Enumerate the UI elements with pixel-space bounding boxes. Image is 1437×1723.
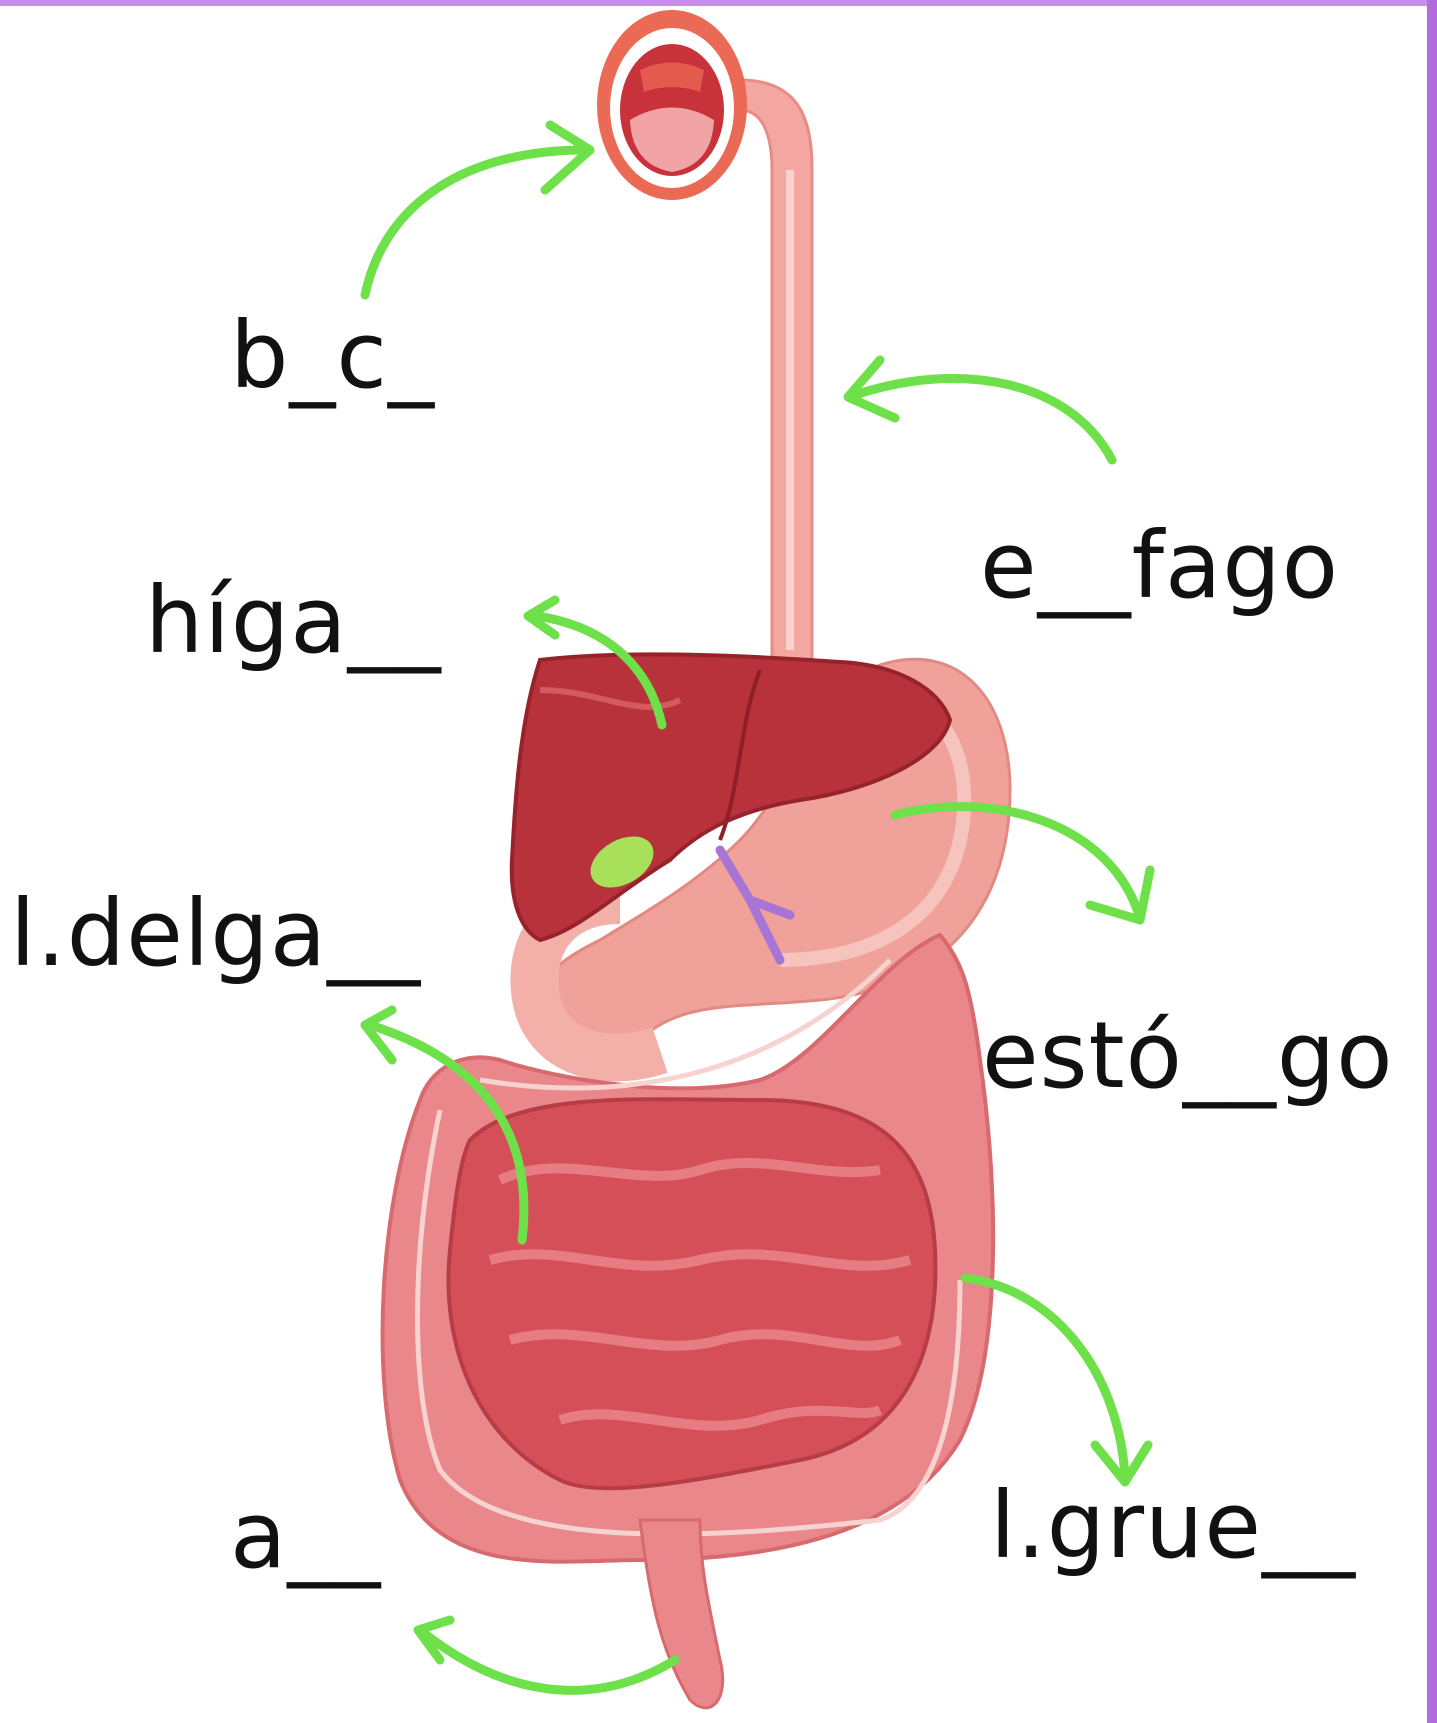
label-intestino-delgado: l.delga__	[10, 888, 421, 980]
top-border	[0, 0, 1437, 6]
label-boca: b_c_	[230, 310, 435, 402]
arrow-boca	[365, 125, 590, 295]
label-esofago: e__fago	[980, 520, 1339, 612]
right-border	[1427, 0, 1437, 1723]
arrow-grueso	[965, 1278, 1148, 1482]
arrow-esofago	[848, 360, 1112, 460]
arrow-ano	[418, 1620, 675, 1690]
label-higado: híga__	[145, 575, 442, 667]
label-intestino-grueso: l.grue__	[990, 1480, 1356, 1572]
esophagus-icon	[740, 80, 812, 660]
label-ano: a__	[230, 1490, 381, 1582]
mouth-icon	[597, 10, 747, 200]
label-estomago: estó__go	[982, 1010, 1394, 1102]
